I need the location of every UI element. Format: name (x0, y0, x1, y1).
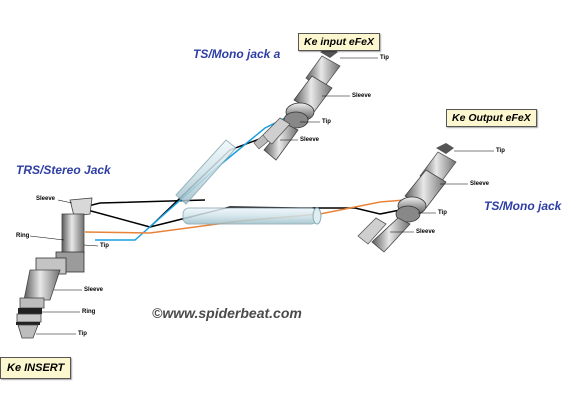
output-sleeve-label: Sleeve (470, 181, 490, 187)
leader-lines (29, 57, 494, 335)
output-tip-solder-label: Tip (438, 210, 447, 216)
copyright-credit: ©www.spiderbeat.com (152, 305, 302, 321)
trs-tip-label: Tip (78, 331, 87, 337)
input-ts-jack (253, 47, 341, 161)
output-ts-jack (357, 143, 457, 253)
insert-box: Ke INSERT (0, 357, 72, 379)
ts-mono-jack-a-title: TS/Mono jack a (193, 47, 281, 61)
heatshrink-tube-diagonal (175, 139, 237, 205)
input-tip-solder-label: Tip (322, 119, 331, 125)
trs-sleeve-label: Sleeve (84, 287, 104, 293)
trs-sleeve-solder-label: Sleeve (36, 196, 56, 202)
trs-ring-label: Ring (82, 309, 96, 315)
input-sleeve-label: Sleeve (352, 93, 372, 99)
input-sleeve-solder-label: Sleeve (300, 137, 320, 143)
trs-stereo-jack (16, 197, 93, 339)
trs-ring-solder-label: Ring (16, 233, 30, 239)
output-tip-label: Tip (496, 148, 505, 154)
trs-tip-solder-label: Tip (100, 243, 109, 249)
output-sleeve-solder-label: Sleeve (416, 229, 436, 235)
trs-stereo-jack-title: TRS/Stereo Jack (16, 163, 111, 177)
ts-mono-jack-title: TS/Mono jack (484, 199, 562, 213)
heatshrink-tube-horizontal (182, 207, 322, 225)
output-effect-box: Ke Output eFeX (446, 109, 537, 127)
input-effect-box: Ke input eFeX (298, 33, 381, 51)
input-tip-label: Tip (380, 55, 389, 61)
